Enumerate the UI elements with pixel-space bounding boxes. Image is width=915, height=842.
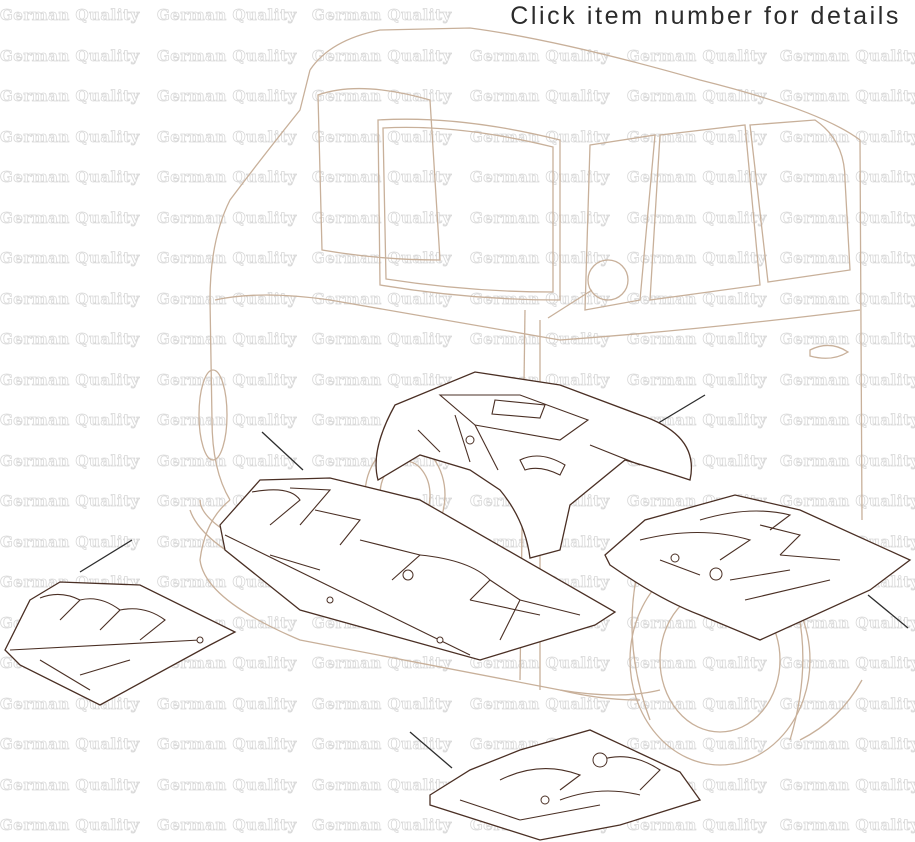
leader-line-center [409,731,453,769]
instruction-text: Click item number for details [510,2,901,30]
leader-line-left-floor [261,431,304,471]
leader-line-right-arch [867,594,909,629]
leader-line-far-left [79,539,133,573]
left-cab-floor-half[interactable] [4,581,237,706]
front-cab-floor-panel[interactable] [219,477,617,661]
leader-line-rear-cab [654,394,706,426]
center-floor-section[interactable] [429,729,702,841]
leader-lines [79,394,909,769]
right-wheel-arch-floor-half[interactable] [604,494,912,641]
rear-cab-floor-panel[interactable] [375,371,692,559]
